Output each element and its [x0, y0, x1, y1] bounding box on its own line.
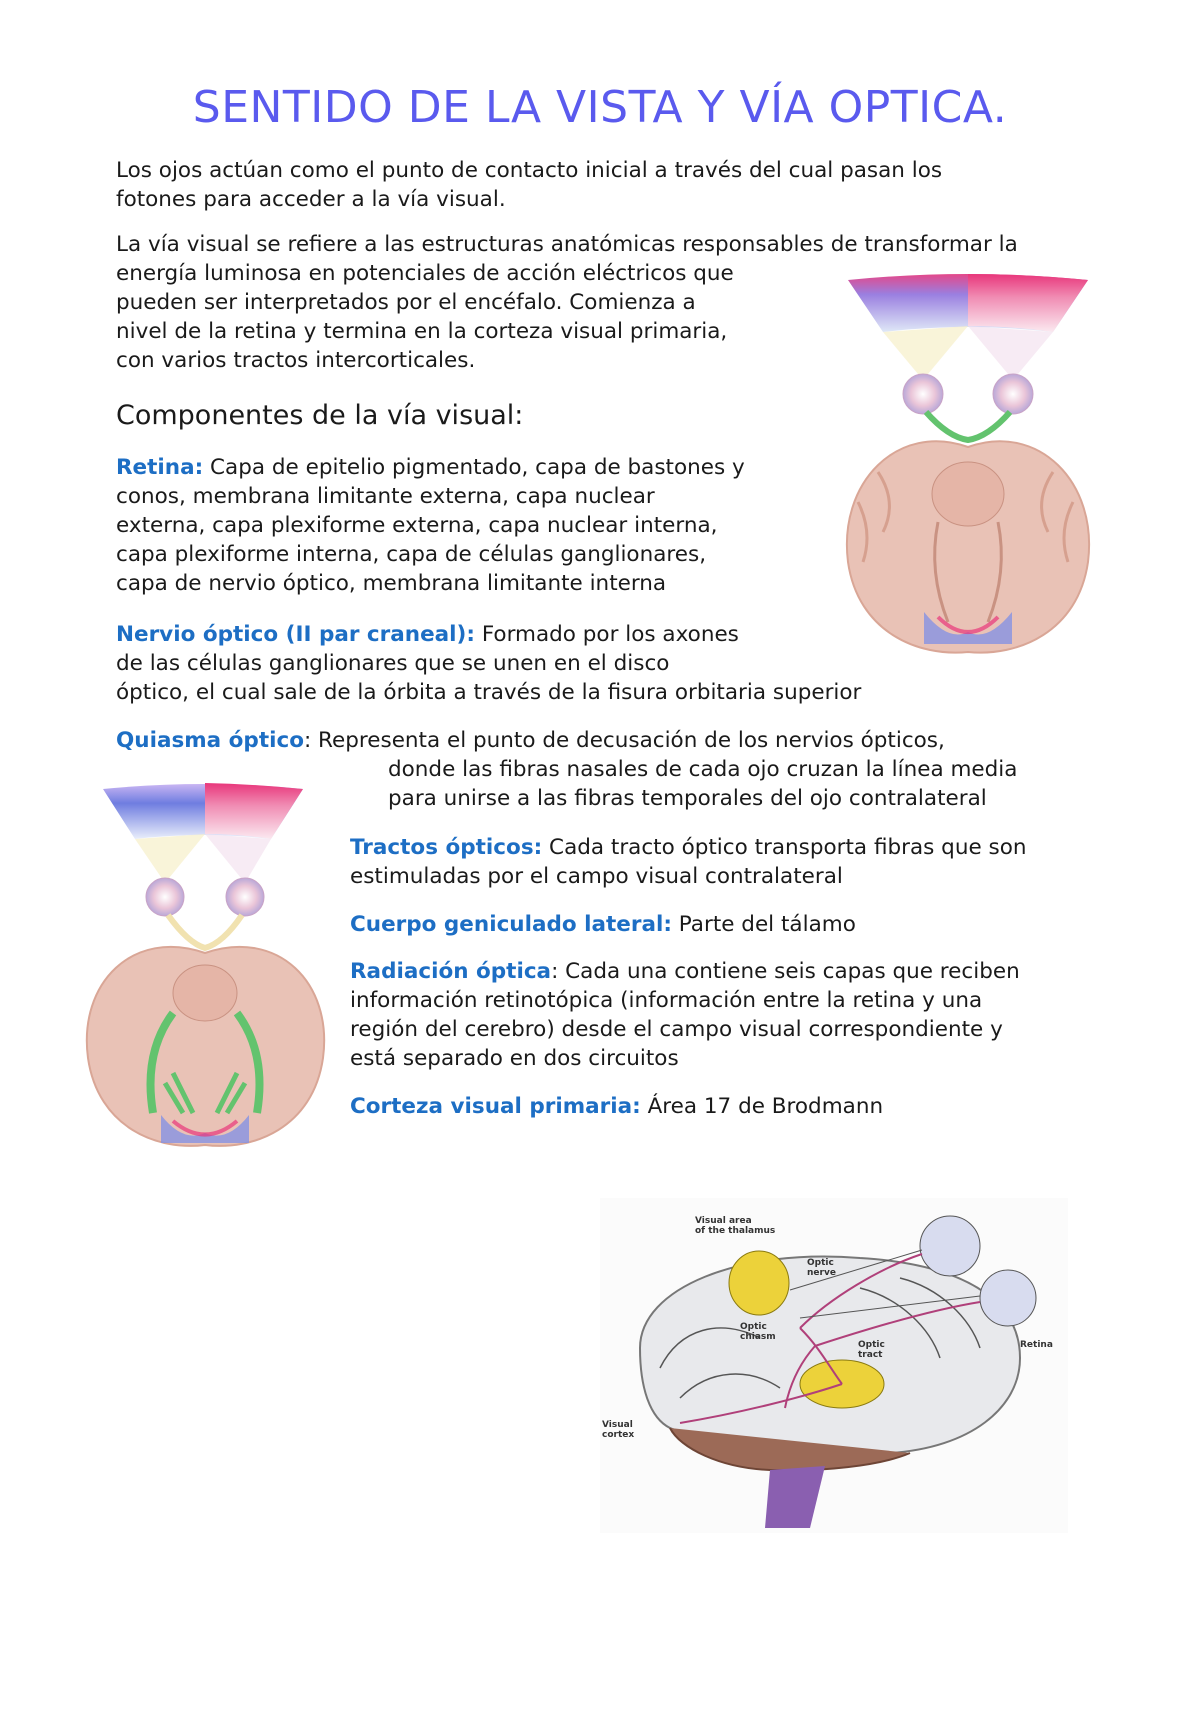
- label-line: cortex: [602, 1430, 635, 1440]
- component-text: conos, membrana limitante externa, capa …: [116, 484, 655, 509]
- label-line: nerve: [807, 1268, 836, 1278]
- component-text: externa, capa plexiforme externa, capa n…: [116, 513, 718, 538]
- component-retina: Retina: Capa de epitelio pigmentado, cap…: [116, 453, 745, 598]
- page-title: SENTIDO DE LA VISTA Y VÍA OPTICA.: [192, 82, 1008, 133]
- component-nervio-optico: Nervio óptico (II par craneal): Formado …: [116, 620, 861, 707]
- label-line: Visual area: [695, 1216, 752, 1226]
- component-quiasma-optico: Quiasma óptico: Representa el punto de d…: [116, 726, 1017, 813]
- component-text: donde las fibras nasales de cada ojo cru…: [388, 757, 1018, 782]
- component-text: : Cada una contiene seis capas que recib…: [551, 959, 1020, 984]
- diagram-graphics: [600, 1198, 1068, 1533]
- term-label: Retina:: [116, 455, 204, 480]
- label-line: Optic: [740, 1322, 767, 1332]
- label-optic-tract: Optic tract: [858, 1340, 885, 1360]
- visual-pathway-diagram: Visual area of the thalamus Optic nerve …: [600, 1198, 1068, 1533]
- intro-line: energía luminosa en potenciales de acció…: [116, 261, 734, 286]
- label-line: Optic: [858, 1340, 885, 1350]
- intro-paragraph-2: La vía visual se refiere a las estructur…: [116, 230, 1018, 375]
- component-text: capa de nervio óptico, membrana limitant…: [116, 571, 667, 596]
- label-line: Optic: [807, 1258, 834, 1268]
- component-text: : Representa el punto de decusación de l…: [303, 728, 945, 753]
- intro-line: nivel de la retina y termina en la corte…: [116, 319, 728, 344]
- label-line: Visual: [602, 1420, 633, 1430]
- component-text: Parte del tálamo: [671, 912, 856, 937]
- component-text: Cada tracto óptico transporta fibras que…: [542, 835, 1027, 860]
- component-radiacion-optica: Radiación óptica: Cada una contiene seis…: [350, 957, 1020, 1073]
- intro-paragraph-1: Los ojos actúan como el punto de contact…: [116, 156, 942, 214]
- intro-line: fotones para acceder a la vía visual.: [116, 187, 506, 212]
- visual-pathway-illustration-1: [845, 274, 1091, 654]
- component-text: de las células ganglionares que se unen …: [116, 651, 670, 676]
- component-tractos-opticos: Tractos ópticos: Cada tracto óptico tran…: [350, 833, 1027, 891]
- label-optic-nerve: Optic nerve: [807, 1258, 836, 1278]
- label-optic-chiasm: Optic chiasm: [740, 1322, 776, 1342]
- label-line: chiasm: [740, 1332, 776, 1342]
- component-text: está separado en dos circuitos: [350, 1046, 679, 1071]
- intro-line: Los ojos actúan como el punto de contact…: [116, 158, 943, 183]
- term-label: Radiación óptica: [350, 959, 552, 984]
- label-retina: Retina: [1020, 1340, 1053, 1350]
- section-heading: Componentes de la vía visual:: [116, 400, 524, 431]
- label-line: tract: [858, 1350, 883, 1360]
- intro-line: pueden ser interpretados por el encéfalo…: [116, 290, 696, 315]
- component-text: estimuladas por el campo visual contrala…: [350, 864, 843, 889]
- component-cuerpo-geniculado: Cuerpo geniculado lateral: Parte del tál…: [350, 910, 856, 939]
- term-label: Nervio óptico (II par craneal):: [116, 622, 475, 647]
- component-text: capa plexiforme interna, capa de células…: [116, 542, 707, 567]
- term-label: Cuerpo geniculado lateral:: [350, 912, 672, 937]
- term-label: Tractos ópticos:: [350, 835, 543, 860]
- component-text: óptico, el cual sale de la órbita a trav…: [116, 680, 862, 705]
- term-label: Corteza visual primaria:: [350, 1094, 641, 1119]
- intro-line: con varios tractos intercorticales.: [116, 348, 476, 373]
- component-text: para unirse a las fibras temporales del …: [388, 786, 987, 811]
- visual-pathway-illustration-2: [85, 783, 326, 1147]
- intro-line: La vía visual se refiere a las estructur…: [116, 232, 1018, 257]
- term-label: Quiasma óptico: [116, 728, 304, 753]
- component-text: región del cerebro) desde el campo visua…: [350, 1017, 1003, 1042]
- component-text: Formado por los axones: [474, 622, 739, 647]
- label-line: of the thalamus: [695, 1226, 776, 1236]
- label-visual-area: Visual area of the thalamus: [695, 1216, 775, 1236]
- component-corteza-visual: Corteza visual primaria: Área 17 de Brod…: [350, 1092, 883, 1121]
- component-text: Capa de epitelio pigmentado, capa de bas…: [203, 455, 745, 480]
- component-text: información retinotópica (información en…: [350, 988, 983, 1013]
- component-text: Área 17 de Brodmann: [640, 1094, 884, 1119]
- label-visual-cortex: Visual cortex: [602, 1420, 634, 1440]
